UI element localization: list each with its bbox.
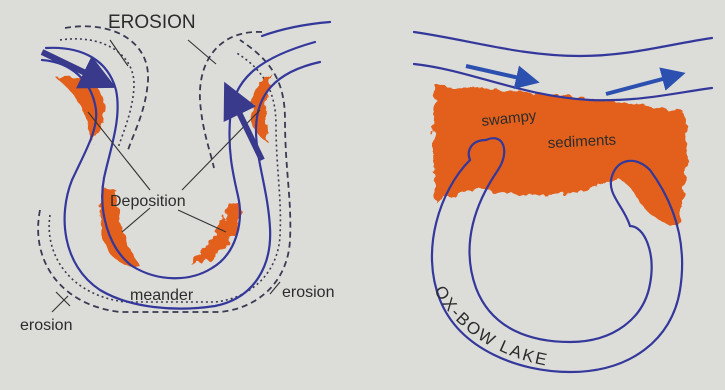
deposition-right-outer	[251, 74, 272, 142]
deposition-inner-right	[190, 202, 241, 264]
erosion-right-label: erosion	[282, 284, 334, 301]
deposition-leader-upper-right	[182, 110, 260, 190]
meander-label: meander	[130, 287, 194, 304]
deposition-leader-upper-left	[88, 112, 150, 190]
oxbow-lake-label-text: OX-BOW LAKE	[430, 282, 550, 369]
erosion-leader-left	[110, 40, 128, 66]
erosion-leader-bottom-left	[52, 292, 70, 312]
meander-top-right-bank	[262, 22, 330, 36]
erosion-left-label: erosion	[20, 317, 72, 334]
arrow-right-icon	[606, 76, 674, 94]
sediments-label: sediments	[547, 131, 616, 152]
swampy-sediments-area	[433, 86, 686, 226]
meander-inner-bank	[46, 42, 315, 278]
oxbow-panel: swampy sediments OX-BOW LAKE	[414, 32, 712, 372]
oxbow-lake-label: OX-BOW LAKE	[430, 282, 550, 369]
erosion-leader-right	[188, 40, 216, 64]
deposition-leader-lower-right	[178, 210, 226, 232]
river-top-bank	[414, 32, 712, 56]
meander-panel: EROSION Deposition meander erosion erosi…	[20, 12, 334, 334]
deposition-leader-lower-left	[122, 208, 150, 232]
deposition-label: Deposition	[110, 193, 186, 210]
erosion-title-label: EROSION	[108, 12, 196, 33]
deposition-left-outer	[56, 76, 104, 142]
